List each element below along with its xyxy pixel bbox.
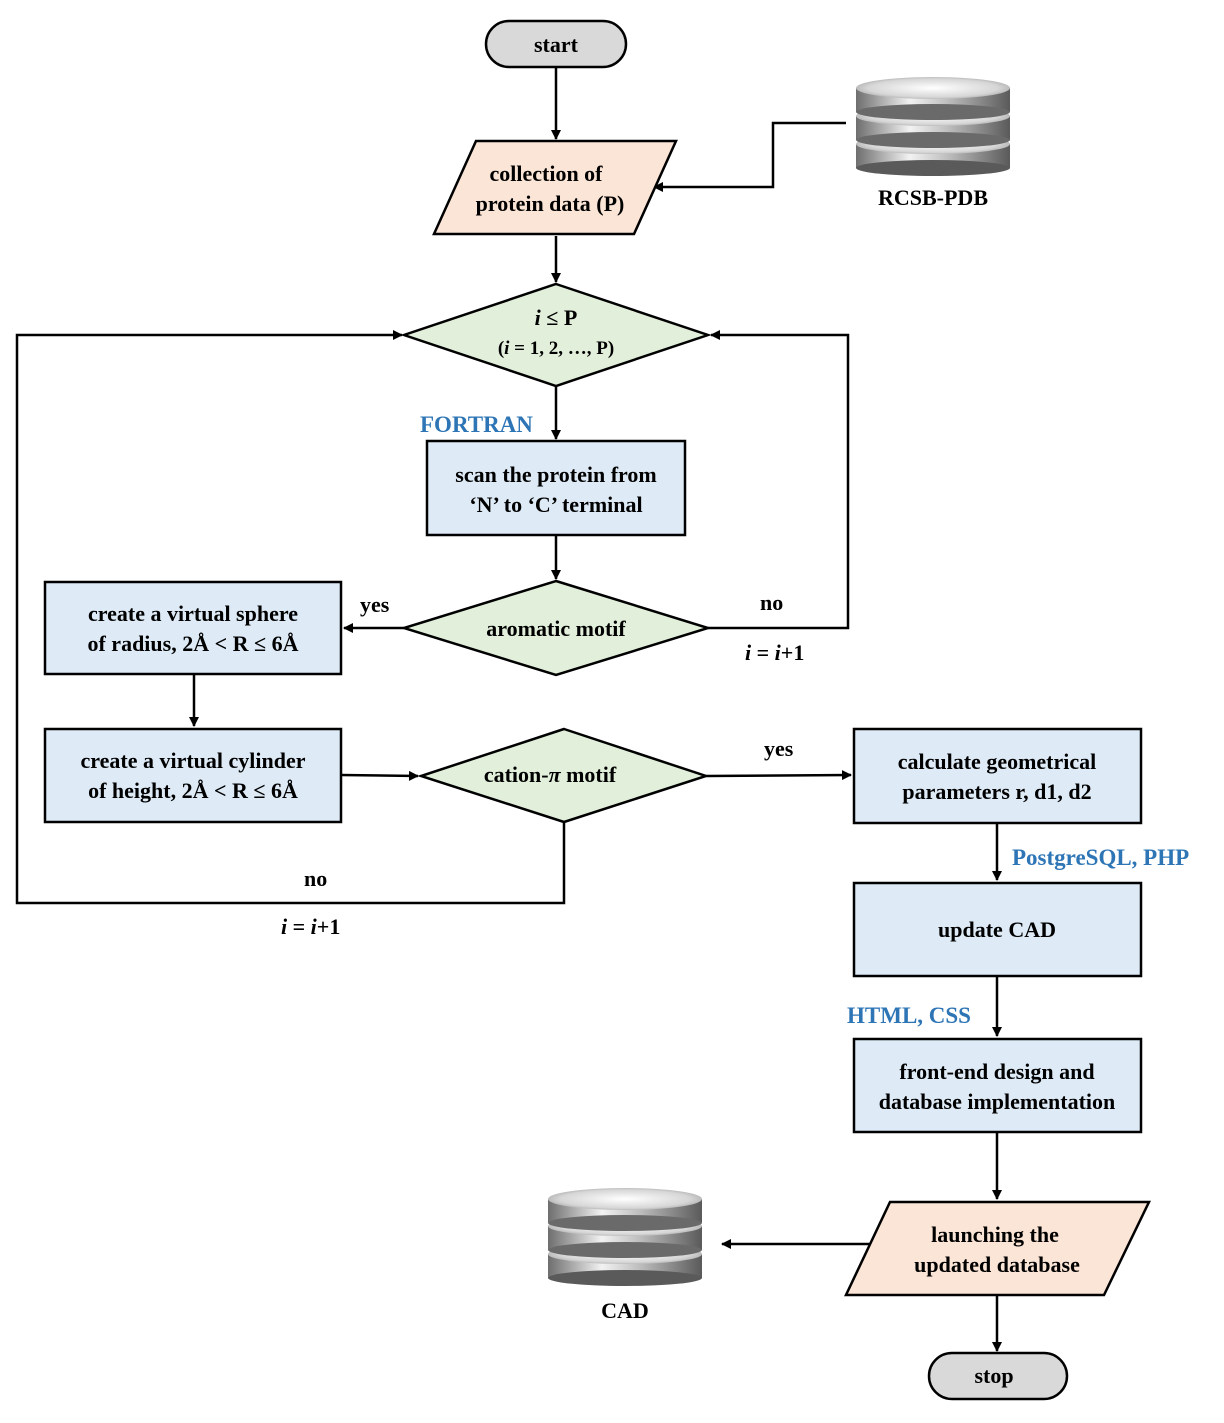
- scan-process-node: scan the protein from ‘N’ to ‘C’ termina…: [425, 439, 687, 537]
- scan-shape: [425, 439, 687, 537]
- cad-label: CAD: [601, 1298, 649, 1323]
- edge-label-aromatic-increment: i = i+1: [745, 640, 804, 665]
- tool-label-html-css: HTML, CSS: [847, 1003, 971, 1028]
- arrow-cation-yes-to-calculate: [705, 770, 852, 781]
- aromatic-motif-decision: aromatic motif: [399, 579, 713, 677]
- collection-input-node: collection of protein data (P): [432, 139, 678, 236]
- collection-shape: [432, 139, 678, 236]
- rcsb-disk-2-bottom: [856, 132, 1010, 148]
- calculate-process-node: calculate geometrical parameters r, d1, …: [852, 727, 1143, 825]
- update-cad-shape: [852, 881, 1143, 978]
- tool-label-postgresql-php: PostgreSQL, PHP: [1012, 845, 1189, 870]
- start-shape: [484, 19, 628, 69]
- cad-database-icon: CAD: [548, 1188, 702, 1323]
- edge-label-aromatic-no: no: [760, 590, 783, 615]
- frontend-shape: [852, 1037, 1143, 1134]
- sphere-shape: [43, 580, 343, 676]
- edge-label-cation-yes: yes: [764, 736, 794, 761]
- collection-label-line2: protein data (P): [476, 191, 625, 216]
- cylinder-label-line1: create a virtual cylinder: [80, 748, 305, 773]
- calculate-label-line1: calculate geometrical: [898, 749, 1097, 774]
- launch-output-node: launching the updated database: [844, 1200, 1151, 1297]
- stop-shape: [927, 1351, 1069, 1401]
- start-label: start: [534, 32, 579, 57]
- cation-pi-motif-decision: cation-π motif: [416, 727, 711, 824]
- update-cad-label: update CAD: [938, 917, 1056, 942]
- scan-label-line1: scan the protein from: [455, 462, 656, 487]
- calculate-shape: [852, 727, 1143, 825]
- sphere-label-line2: of radius, 2Å < R ≤ 6Å: [87, 631, 298, 656]
- edge-label-cation-no: no: [304, 866, 327, 891]
- arrow-cation-no-to-loop: [15, 330, 566, 905]
- arrow-cylinder-to-cation: [340, 770, 419, 781]
- update-cad-process-node: update CAD: [852, 881, 1143, 978]
- loop-condition-shape: [400, 282, 712, 388]
- cation-pi-motif-label: cation-π motif: [484, 762, 617, 787]
- loop-condition-line1: i ≤ P: [535, 305, 578, 330]
- loop-condition-line2: (i = 1, 2, …, P): [498, 338, 614, 359]
- cad-disk-2-bottom: [548, 1242, 702, 1258]
- cylinder-process-node: create a virtual cylinder of height, 2Å …: [43, 727, 343, 824]
- connectors: [15, 68, 1002, 1352]
- calculate-label-line2: parameters r, d1, d2: [902, 779, 1091, 804]
- cad-disk-1-top: [548, 1188, 702, 1210]
- aromatic-motif-label: aromatic motif: [486, 616, 626, 641]
- scan-label-line2: ‘N’ to ‘C’ terminal: [469, 492, 642, 517]
- frontend-label-line1: front-end design and: [899, 1059, 1094, 1084]
- edge-label-aromatic-yes: yes: [360, 592, 390, 617]
- launch-label-line2: updated database: [914, 1252, 1080, 1277]
- cad-disk-3-bottom: [548, 1270, 702, 1286]
- aromatic-motif-shape: [399, 579, 713, 677]
- rcsb-disk-1-bottom: [856, 104, 1010, 120]
- cation-pi-motif-shape: [416, 727, 711, 824]
- rcsb-disk-1-top: [856, 77, 1010, 99]
- frontend-label-line2: database implementation: [879, 1089, 1116, 1114]
- arrow-rcsb-to-collection: [653, 121, 846, 192]
- rcsb-label: RCSB-PDB: [878, 185, 988, 210]
- stop-terminal: stop: [927, 1351, 1069, 1401]
- sphere-label-line1: create a virtual sphere: [88, 601, 298, 626]
- tool-label-fortran: FORTRAN: [420, 412, 533, 437]
- rcsb-disk-stack: [856, 77, 1010, 176]
- frontend-process-node: front-end design and database implementa…: [852, 1037, 1143, 1134]
- stop-label: stop: [974, 1363, 1013, 1388]
- edge-label-cation-increment: i = i+1: [281, 914, 340, 939]
- launch-label-line1: launching the: [931, 1222, 1059, 1247]
- arrow-aromatic-no-to-loop: [708, 330, 850, 630]
- start-terminal: start: [484, 19, 628, 69]
- rcsb-database-icon: RCSB-PDB: [856, 77, 1010, 210]
- cylinder-label-line2: of height, 2Å < R ≤ 6Å: [88, 778, 298, 803]
- cylinder-shape: [43, 727, 343, 824]
- launch-shape: [844, 1200, 1151, 1297]
- cad-disk-stack: [548, 1188, 702, 1286]
- cad-disk-1-bottom: [548, 1215, 702, 1231]
- sphere-process-node: create a virtual sphere of radius, 2Å < …: [43, 580, 343, 676]
- rcsb-disk-3-bottom: [856, 160, 1010, 176]
- collection-label-line1: collection of: [489, 161, 603, 186]
- loop-condition-decision: i ≤ P (i = 1, 2, …, P): [400, 282, 712, 388]
